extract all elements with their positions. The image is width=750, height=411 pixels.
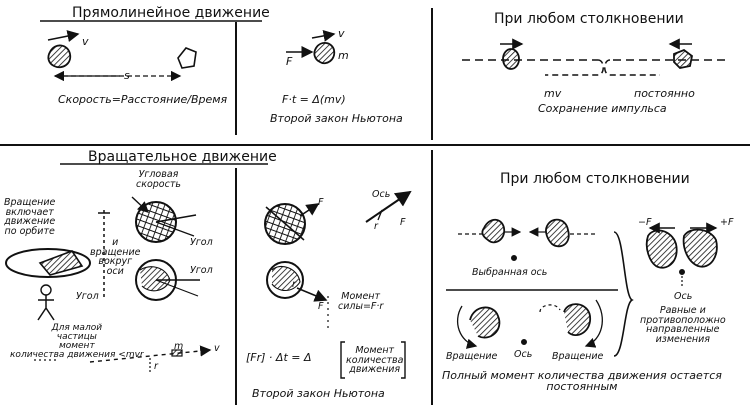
F-rot-1: F [318,197,324,208]
moving-body [47,44,72,69]
small-particle-text: Для малой частицы момент количества движ… [10,323,144,360]
conservation-label: Сохранение импульса [538,102,667,115]
ball-left [502,48,520,70]
orbit [5,248,91,278]
rotational-drawing [5,196,212,372]
ang-momentum-label: Момент количества движения [346,345,404,375]
angle-label-left: Угол [76,291,99,302]
rotation-left: Вращение [446,351,498,362]
torque-label: Момент силы=F·r [338,291,384,312]
minus-F: −F [638,217,652,228]
v-arrow-2 [311,29,336,42]
chosen-axis: Выбранная ось [472,267,548,278]
r-rot-3: r [374,221,378,232]
F-rot-2: F [318,301,324,312]
linear-title: Прямолинейное движение [72,5,270,21]
newton-formula: F·t = Δ(mv) [282,93,346,106]
ball-right [673,48,693,69]
rot-newton-law: Второй закон Ньютона [252,387,385,400]
speed-label: Скорость=Расстояние/Время [58,93,228,106]
r-rot: r [154,361,158,372]
velocity-arrow [47,30,80,42]
axis-bottom: Ось [514,349,533,360]
F-label: F [286,55,293,68]
linear-motion-drawing [47,29,336,82]
F-rot-3: F [400,217,406,228]
m-rot: m [174,341,184,352]
torque-drawing [264,190,412,379]
rotation-right: Вращение [552,351,604,362]
v-rot: v [214,343,220,354]
collision-top-title: При любом столкновении [494,11,684,27]
v-label-2: v [338,27,345,40]
m-label: m [338,49,349,62]
plus-F: +F [720,217,734,228]
mv-label: mv [544,87,562,100]
newton-law: Второй закон Ньютона [270,112,403,125]
v-label: v [82,35,89,48]
dividers [0,8,750,405]
axis-label: Ось [372,189,391,200]
angular-speed: Угловая скорость [136,169,181,190]
and-rotation: и вращение вокруг оси [90,237,141,277]
angle-label-1: Угол [190,237,213,248]
const-label: постоянно [634,87,695,100]
s-label: s [124,69,130,82]
equal-opposite: Равные и противоположно направленные изм… [640,305,726,345]
angle-label-2: Угол [190,265,213,276]
body-with-force [313,42,336,65]
total-momentum: Полный момент количества движения остает… [442,369,722,393]
axis-right: Ось [674,291,693,302]
collision-top-drawing [462,38,725,76]
moved-body [177,47,197,69]
r-rot-2: r [292,279,296,290]
rotational-title: Вращательное движение [88,149,277,165]
rotation-includes: Вращение включает движение по орбите [4,197,56,237]
rot-formula: [Fr] · Δt = Δ [246,351,312,364]
collision-bottom-drawing [446,218,718,357]
collision-bottom-title: При любом столкновении [500,171,690,187]
